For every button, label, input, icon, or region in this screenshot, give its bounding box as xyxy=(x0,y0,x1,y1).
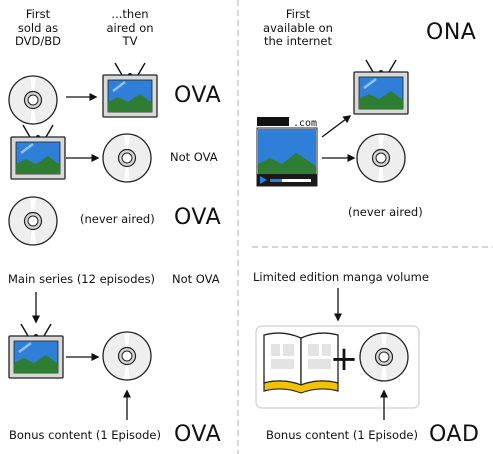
manga-book-icon xyxy=(263,332,339,394)
tv-icon xyxy=(7,322,65,380)
disc-icon xyxy=(356,133,406,183)
label-row4-not-ova: Not OVA xyxy=(172,272,220,286)
disc-icon xyxy=(102,133,152,183)
header-then-aired: ...then aired on TV xyxy=(106,7,154,49)
label-row3-ova: OVA xyxy=(174,205,222,230)
label-row1-ova: OVA xyxy=(174,83,222,108)
label-ona-never-aired: (never aired) xyxy=(348,205,423,219)
label-ona: ONA xyxy=(426,20,477,45)
label-bonus-left: Bonus content (1 Episode) xyxy=(9,428,161,442)
label-row2-not-ova: Not OVA xyxy=(170,150,218,164)
header-first-internet: First available on the internet xyxy=(263,7,333,49)
disc-icon xyxy=(359,332,409,382)
arrow-icon xyxy=(321,115,352,138)
label-row4-ova: OVA xyxy=(174,422,222,447)
disc-icon xyxy=(102,331,152,381)
plus-sign: + xyxy=(330,339,359,379)
tv-icon xyxy=(101,61,159,119)
label-main-series: Main series (12 episodes) xyxy=(8,272,156,286)
disc-icon xyxy=(8,75,58,125)
laptop-video-icon xyxy=(256,117,318,187)
disc-icon xyxy=(8,196,58,246)
header-first-sold: First sold as DVD/BD xyxy=(15,7,61,49)
label-oad: OAD xyxy=(429,422,480,447)
tv-icon xyxy=(9,123,67,181)
tv-icon xyxy=(352,58,410,116)
label-bonus-right: Bonus content (1 Episode) xyxy=(266,428,418,442)
label-limited-manga: Limited edition manga volume xyxy=(253,270,429,284)
label-row3-never-aired: (never aired) xyxy=(80,212,155,226)
url-text: .com xyxy=(293,118,317,129)
